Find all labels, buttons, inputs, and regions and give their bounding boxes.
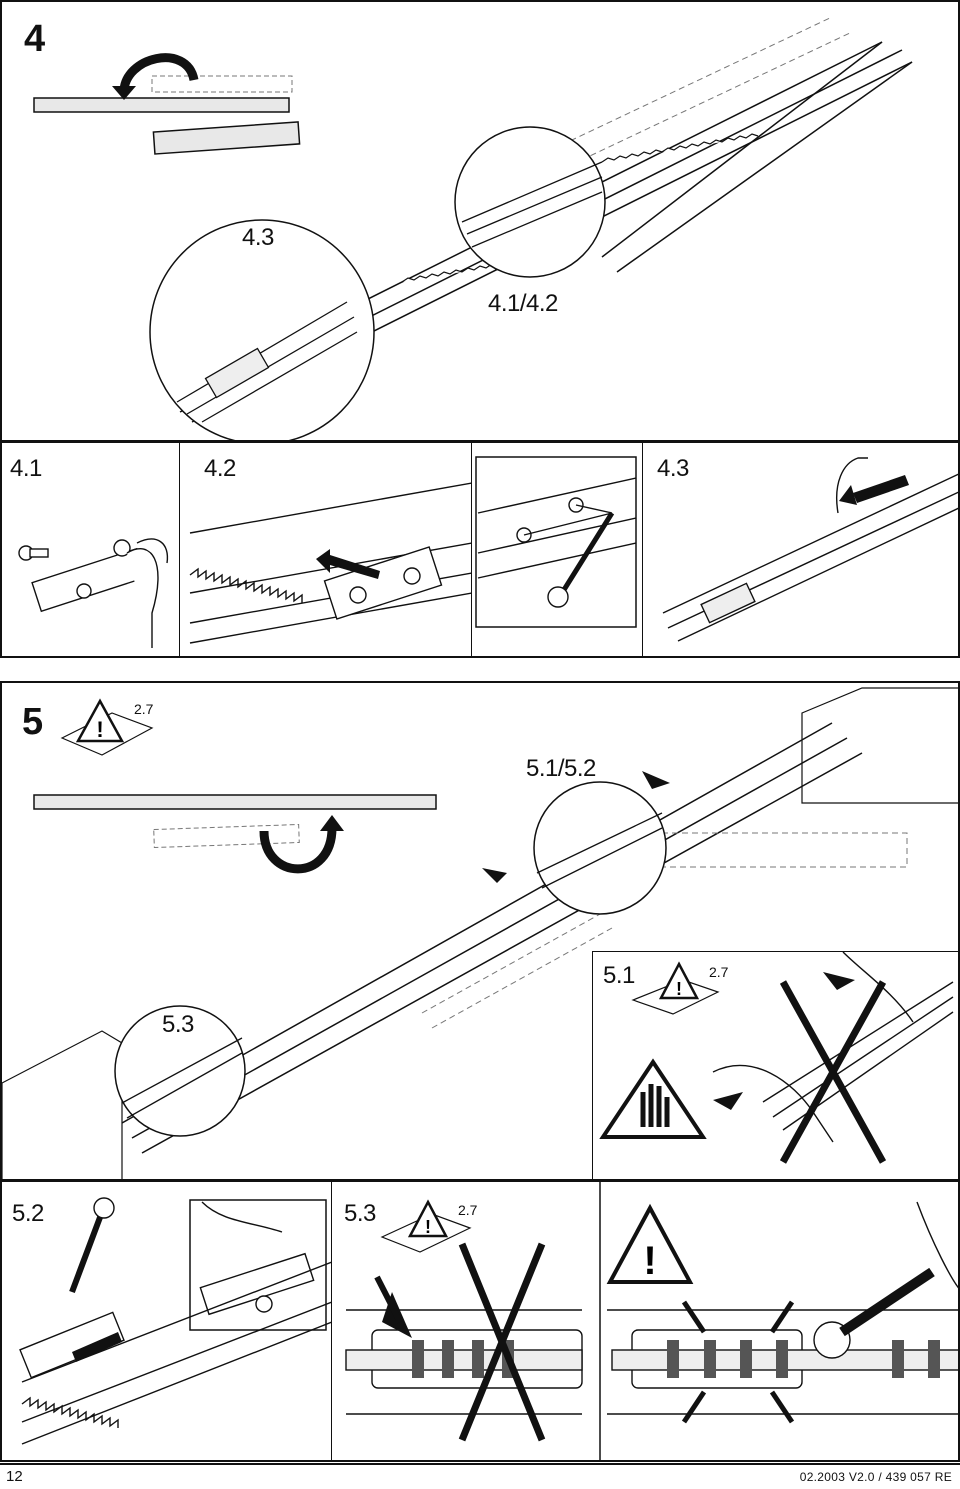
- warning-triangle-icon: [606, 1203, 694, 1284]
- warning-triangle-icon: [407, 1199, 449, 1238]
- wrench-tightening-drawing: [475, 456, 637, 628]
- footer-rule: [0, 1463, 960, 1465]
- subpanel-4-2-label: 4.2: [204, 455, 236, 482]
- step4-main-panel: 4: [0, 0, 960, 442]
- step4-number: 4: [24, 18, 46, 60]
- subpanel-5-1-label: 5.1: [603, 962, 635, 989]
- chain-tension-drawing: ! !: [345, 1182, 958, 1460]
- subpanel-4-1-label: 4.1: [10, 455, 42, 482]
- bolt-plate-drawing: [18, 538, 169, 648]
- subpanel-4-2b: [472, 443, 642, 656]
- subpanel-4-3: 4.3: [642, 443, 958, 656]
- svg-text:!: !: [425, 1217, 431, 1237]
- step5-sub-panels: 5.2 5.3 2.7 !: [0, 1180, 960, 1462]
- svg-text:!: !: [676, 979, 682, 999]
- subpanel-5-3-label: 5.3: [344, 1200, 376, 1227]
- rail-joint-drawing: [189, 482, 471, 644]
- subpanel-4-3-label: 4.3: [657, 455, 689, 482]
- page-number: 12: [6, 1468, 23, 1485]
- do-not-hand-drawing: !: [599, 951, 954, 1164]
- step4-circle-callout: 4.3: [242, 224, 274, 251]
- step5-number: 5: [22, 701, 44, 743]
- step5-warning-ref: 2.7: [134, 701, 154, 717]
- subpanel-5-3: 5.3 2.7 ! !: [332, 1182, 958, 1460]
- subpanel-5-2-label: 5.2: [12, 1200, 44, 1227]
- subpanel-5-3-warning-ref: 2.7: [458, 1202, 478, 1218]
- subpanel-5-1-warning-ref: 2.7: [709, 964, 729, 980]
- step5-illustration: !: [2, 687, 958, 1179]
- subpanel-5-2: 5.2: [2, 1182, 332, 1460]
- slide-carriage-drawing: [662, 457, 958, 642]
- subpanel-5-1: 5.1 2.7 !: [592, 951, 958, 1179]
- step5-circle-callout: 5.3: [162, 1011, 194, 1038]
- step4-illustration: [33, 16, 913, 440]
- warning-triangle-icon: [75, 698, 125, 743]
- document-code: 02.2003 V2.0 / 439 057 RE: [799, 1470, 952, 1484]
- release-bolt-drawing: [19, 1197, 331, 1445]
- step5-main-callout: 5.1/5.2: [526, 755, 596, 782]
- svg-text:!: !: [643, 1239, 656, 1283]
- subpanel-4-2: 4.2: [180, 443, 472, 656]
- svg-text:!: !: [96, 717, 103, 742]
- step4-sub-panels: 4.1 4.2: [0, 441, 960, 658]
- warning-triangle-icon: [658, 961, 700, 1000]
- step4-main-callout: 4.1/4.2: [488, 290, 558, 317]
- step5-main-panel: 5 2.7 ! 5.1/5: [0, 681, 960, 1181]
- subpanel-4-1: 4.1: [2, 443, 180, 656]
